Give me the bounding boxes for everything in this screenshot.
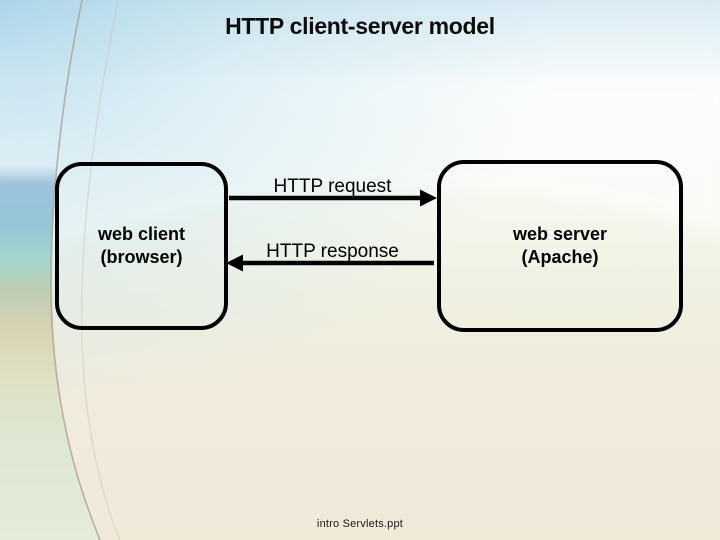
background-top-band	[0, 0, 720, 88]
http-response-label: HTTP response	[266, 241, 399, 262]
swoosh-curve-line	[50, 0, 101, 540]
left-swoosh-bands	[0, 0, 100, 540]
footer-filename: intro Servlets.ppt	[316, 518, 404, 530]
web-client-label: web client (browser)	[97, 224, 186, 267]
web-server-label: web server (Apache)	[512, 224, 608, 267]
http-request-label: HTTP request	[273, 176, 392, 197]
web-server-box: web server (Apache)	[437, 160, 683, 332]
slide-title: HTTP client-server model	[225, 13, 495, 39]
swoosh-curve-line-faint	[81, 0, 121, 540]
web-client-box: web client (browser)	[55, 162, 228, 330]
